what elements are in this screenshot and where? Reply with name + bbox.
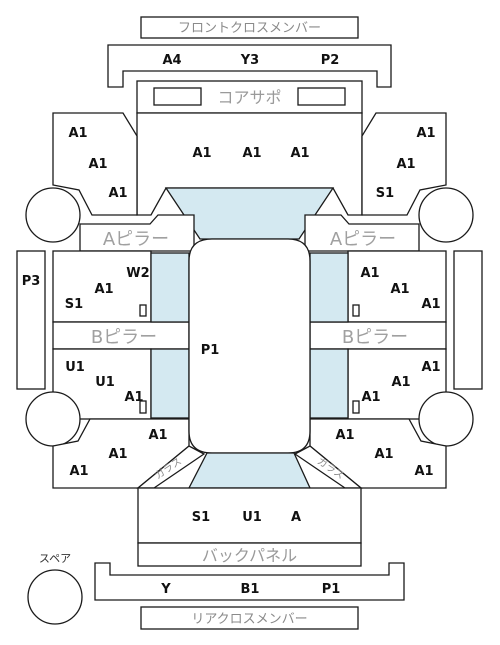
rear-cross-member — [94, 562, 405, 601]
front-cross-member — [107, 44, 392, 88]
rear-right-door-label-3: A1 — [361, 390, 380, 405]
core-support-right-slot — [297, 87, 346, 106]
rear-left-wheel — [25, 391, 81, 447]
trunk-lid — [137, 487, 362, 544]
rear-window-glass — [187, 452, 312, 489]
hood-label-1: A1 — [192, 146, 211, 161]
upper-right-label-2: A1 — [396, 157, 415, 172]
trunk-label-1: S1 — [192, 510, 210, 525]
hood-label-2: A1 — [242, 146, 261, 161]
roof-label: P1 — [201, 343, 220, 358]
trunk-label-3: A — [291, 510, 301, 525]
upper-right-label-1: A1 — [416, 126, 435, 141]
rear-right-quarter-label-1: A1 — [335, 428, 354, 443]
upper-left-label-3: A1 — [108, 186, 127, 201]
right-side-panel — [453, 250, 483, 390]
front-left-door — [52, 250, 152, 323]
rear-right-window-glass — [309, 348, 349, 419]
b-pillar-right-label: Bピラー — [342, 327, 408, 348]
rear-cross-title-box — [140, 606, 359, 630]
back-panel — [137, 542, 362, 567]
b-pillar-right — [309, 321, 447, 350]
rear-right-quarter-label-2: A1 — [374, 447, 393, 462]
upper-left-fender — [52, 112, 138, 216]
core-support-label: コアサポ — [217, 88, 281, 107]
front-cross-right: P2 — [321, 53, 340, 68]
rear-right-door-label-1: A1 — [421, 360, 440, 375]
front-right-wheel — [418, 187, 474, 243]
rear-cross-left: Y — [160, 582, 171, 597]
rear-right-wheel — [418, 391, 474, 447]
a-pillar-left-label: Aピラー — [103, 229, 169, 250]
spare-label: スペア — [39, 552, 71, 565]
front-cross-center: Y3 — [240, 53, 259, 68]
rear-left-door-handle — [139, 400, 147, 414]
front-left-wheel — [25, 187, 81, 243]
rear-left-quarter-label-3: A1 — [69, 464, 88, 479]
left-side-panel — [16, 250, 46, 390]
rear-right-quarter-label-3: A1 — [414, 464, 433, 479]
rear-left-door-label-1: U1 — [65, 360, 85, 375]
upper-left-label-2: A1 — [88, 157, 107, 172]
upper-left-label-1: A1 — [68, 126, 87, 141]
rear-right-door-handle — [352, 400, 360, 414]
a-pillar-right-label: Aピラー — [330, 229, 396, 250]
rear-left-door-label-2: U1 — [95, 375, 115, 390]
rear-left-quarter-label-1: A1 — [148, 428, 167, 443]
b-pillar-left — [52, 321, 190, 350]
back-panel-label: バックパネル — [202, 546, 297, 565]
rear-right-door-label-2: A1 — [391, 375, 410, 390]
front-left-door-w2: W2 — [126, 266, 149, 281]
front-left-door-s1: S1 — [65, 297, 83, 312]
rear-cross-right: P1 — [322, 582, 341, 597]
front-cross-title-box — [140, 16, 359, 39]
b-pillar-left-label: Bピラー — [91, 327, 157, 348]
left-side-panel-label: P3 — [22, 274, 41, 289]
hood-label-3: A1 — [290, 146, 309, 161]
rear-left-door-label-3: A1 — [124, 390, 143, 405]
upper-right-label-3: S1 — [376, 186, 394, 201]
rear-left-quarter-label-2: A1 — [108, 447, 127, 462]
core-support-left-slot — [153, 87, 202, 106]
rear-cross-title: リアクロスメンバー — [191, 612, 307, 627]
spare-tire — [27, 569, 83, 625]
front-left-door-handle — [139, 304, 147, 317]
front-right-door-handle — [352, 304, 360, 317]
trunk-label-2: U1 — [242, 510, 262, 525]
front-left-door-a1: A1 — [94, 282, 113, 297]
front-cross-title: フロントクロスメンバー — [178, 21, 321, 36]
front-cross-left: A4 — [162, 53, 181, 68]
front-right-door-label-1: A1 — [360, 266, 379, 281]
rear-left-window-glass — [150, 348, 190, 419]
upper-right-fender — [361, 112, 447, 216]
front-right-door-label-2: A1 — [390, 282, 409, 297]
front-left-window-glass — [150, 252, 190, 323]
front-right-door-label-3: A1 — [421, 297, 440, 312]
front-right-window-glass — [309, 252, 349, 323]
rear-cross-center: B1 — [241, 582, 260, 597]
